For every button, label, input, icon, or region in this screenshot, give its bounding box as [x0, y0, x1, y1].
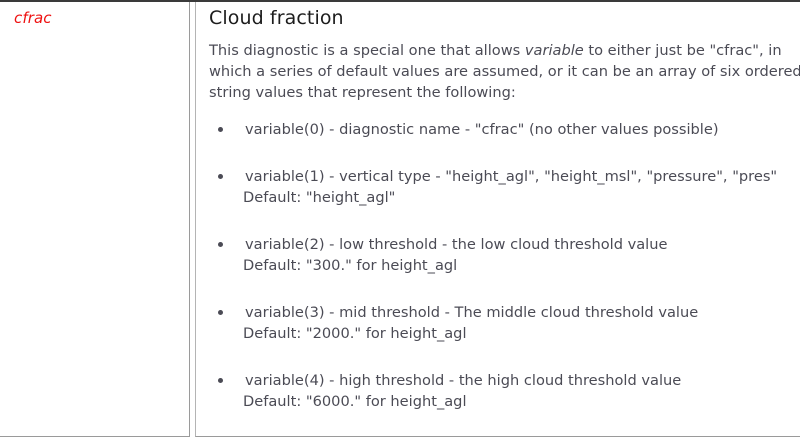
intro-emphasis-variable: variable: [524, 42, 584, 59]
intro-text-after: to either just be "cfrac", in which a se…: [209, 42, 800, 101]
bullet-icon: [218, 242, 223, 247]
list-item-default: Default: "6000." for height_agl: [243, 393, 467, 410]
description-cell: Cloud fraction This diagnostic is a spec…: [195, 2, 800, 437]
list-item: variable(4) - high threshold - the high …: [209, 370, 800, 412]
bullet-icon: [218, 174, 223, 179]
keyword-cell: cfrac: [0, 2, 190, 437]
intro-paragraph: This diagnostic is a special one that al…: [209, 40, 800, 103]
list-item-main: variable(1) - vertical type - "height_ag…: [245, 168, 778, 185]
list-item: variable(2) - low threshold - the low cl…: [209, 234, 800, 276]
list-item-main: variable(2) - low threshold - the low cl…: [245, 236, 668, 253]
list-item-main: variable(3) - mid threshold - The middle…: [245, 304, 699, 321]
list-item: variable(3) - mid threshold - The middle…: [209, 302, 800, 344]
bullet-icon: [218, 378, 223, 383]
list-item-default: Default: "2000." for height_agl: [243, 325, 467, 342]
page-title: Cloud fraction: [209, 7, 344, 29]
list-item-default: Default: "height_agl": [243, 189, 396, 206]
list-item-default: Default: "300." for height_agl: [243, 257, 458, 274]
description-body: Cloud fraction This diagnostic is a spec…: [196, 2, 800, 436]
list-item: variable(1) - vertical type - "height_ag…: [209, 166, 800, 208]
bullet-icon: [218, 127, 223, 132]
diagnostic-keyword: cfrac: [14, 9, 52, 27]
bullet-icon: [218, 310, 223, 315]
list-item: variable(0) - diagnostic name - "cfrac" …: [209, 119, 800, 140]
variable-list: variable(0) - diagnostic name - "cfrac" …: [209, 119, 800, 436]
intro-text-before: This diagnostic is a special one that al…: [209, 42, 525, 59]
list-item-main: variable(4) - high threshold - the high …: [245, 372, 682, 389]
list-item-main: variable(0) - diagnostic name - "cfrac" …: [245, 121, 719, 138]
